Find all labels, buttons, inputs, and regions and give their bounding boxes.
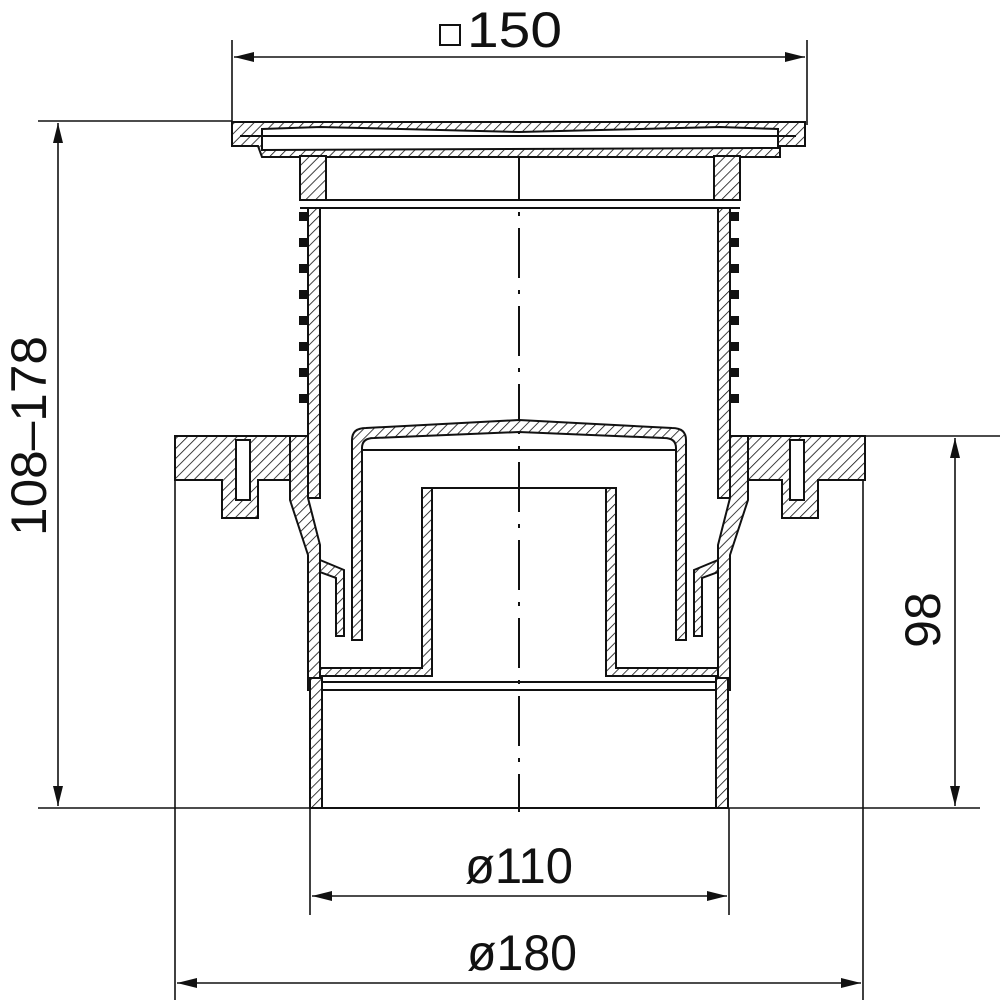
height-range-label: 108–178 [1, 336, 57, 536]
drain-body [174, 121, 866, 809]
grate-plate [261, 125, 779, 152]
upper-sleeve-left [299, 155, 327, 201]
outlet-diameter-label: ø110 [465, 838, 573, 894]
flange-height-label: 98 [895, 592, 951, 648]
riser-ribs-left [299, 212, 308, 403]
odor-trap-bell [351, 418, 687, 641]
outlet-wall-right [715, 677, 729, 809]
riser-wall-right [717, 207, 731, 499]
square-symbol-icon [439, 24, 461, 46]
flange-diameter-label: ø180 [467, 925, 577, 981]
riser-wall-left [307, 207, 321, 499]
body-wall-right [717, 435, 749, 691]
dimension-lines [38, 40, 1000, 1000]
baffle-right [693, 558, 719, 637]
baffle-left [319, 558, 345, 637]
outlet-wall-left [309, 677, 323, 809]
top-width-label: 150 [467, 2, 562, 58]
riser-ribs-right [730, 212, 739, 403]
siphon-pipe-right [605, 487, 719, 677]
upper-sleeve-right [713, 155, 741, 201]
